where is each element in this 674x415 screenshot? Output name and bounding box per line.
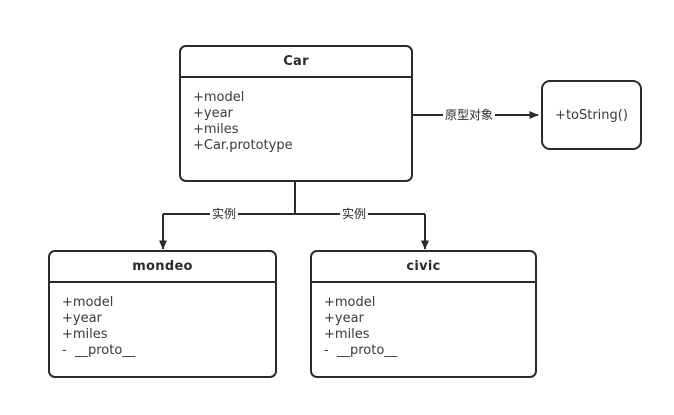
attribute-item: +miles (324, 327, 370, 342)
attribute-item: +year (324, 311, 364, 326)
attribute-item: +model (193, 90, 245, 105)
class-attributes-mondeo: +model +year +miles - __proto__ (50, 283, 275, 359)
attribute-item: +year (193, 106, 233, 121)
edge-label-instance-left: 实例 (210, 207, 239, 221)
prototype-method-label: +toString() (555, 107, 628, 123)
attribute-item: +miles (62, 327, 108, 342)
attribute-item: - __proto__ (324, 343, 398, 358)
class-box-car[interactable]: Car +model +year +miles +Car.prototype (179, 45, 413, 182)
class-name-civic: civic (312, 252, 535, 283)
class-name-car: Car (181, 47, 411, 78)
edge-label-instance-right: 实例 (340, 207, 369, 221)
class-name-mondeo: mondeo (50, 252, 275, 283)
attribute-item: +model (324, 295, 376, 310)
attribute-item: +model (62, 295, 114, 310)
class-attributes-civic: +model +year +miles - __proto__ (312, 283, 535, 359)
attribute-item: - __proto__ (62, 343, 136, 358)
class-box-civic[interactable]: civic +model +year +miles - __proto__ (310, 250, 537, 378)
prototype-method-box[interactable]: +toString() (541, 80, 642, 150)
class-attributes-car: +model +year +miles +Car.prototype (181, 78, 411, 154)
edge-label-prototype: 原型对象 (443, 108, 496, 122)
attribute-item: +year (62, 311, 102, 326)
attribute-item: +miles (193, 122, 239, 137)
class-box-mondeo[interactable]: mondeo +model +year +miles - __proto__ (48, 250, 277, 378)
attribute-item: +Car.prototype (193, 138, 293, 153)
